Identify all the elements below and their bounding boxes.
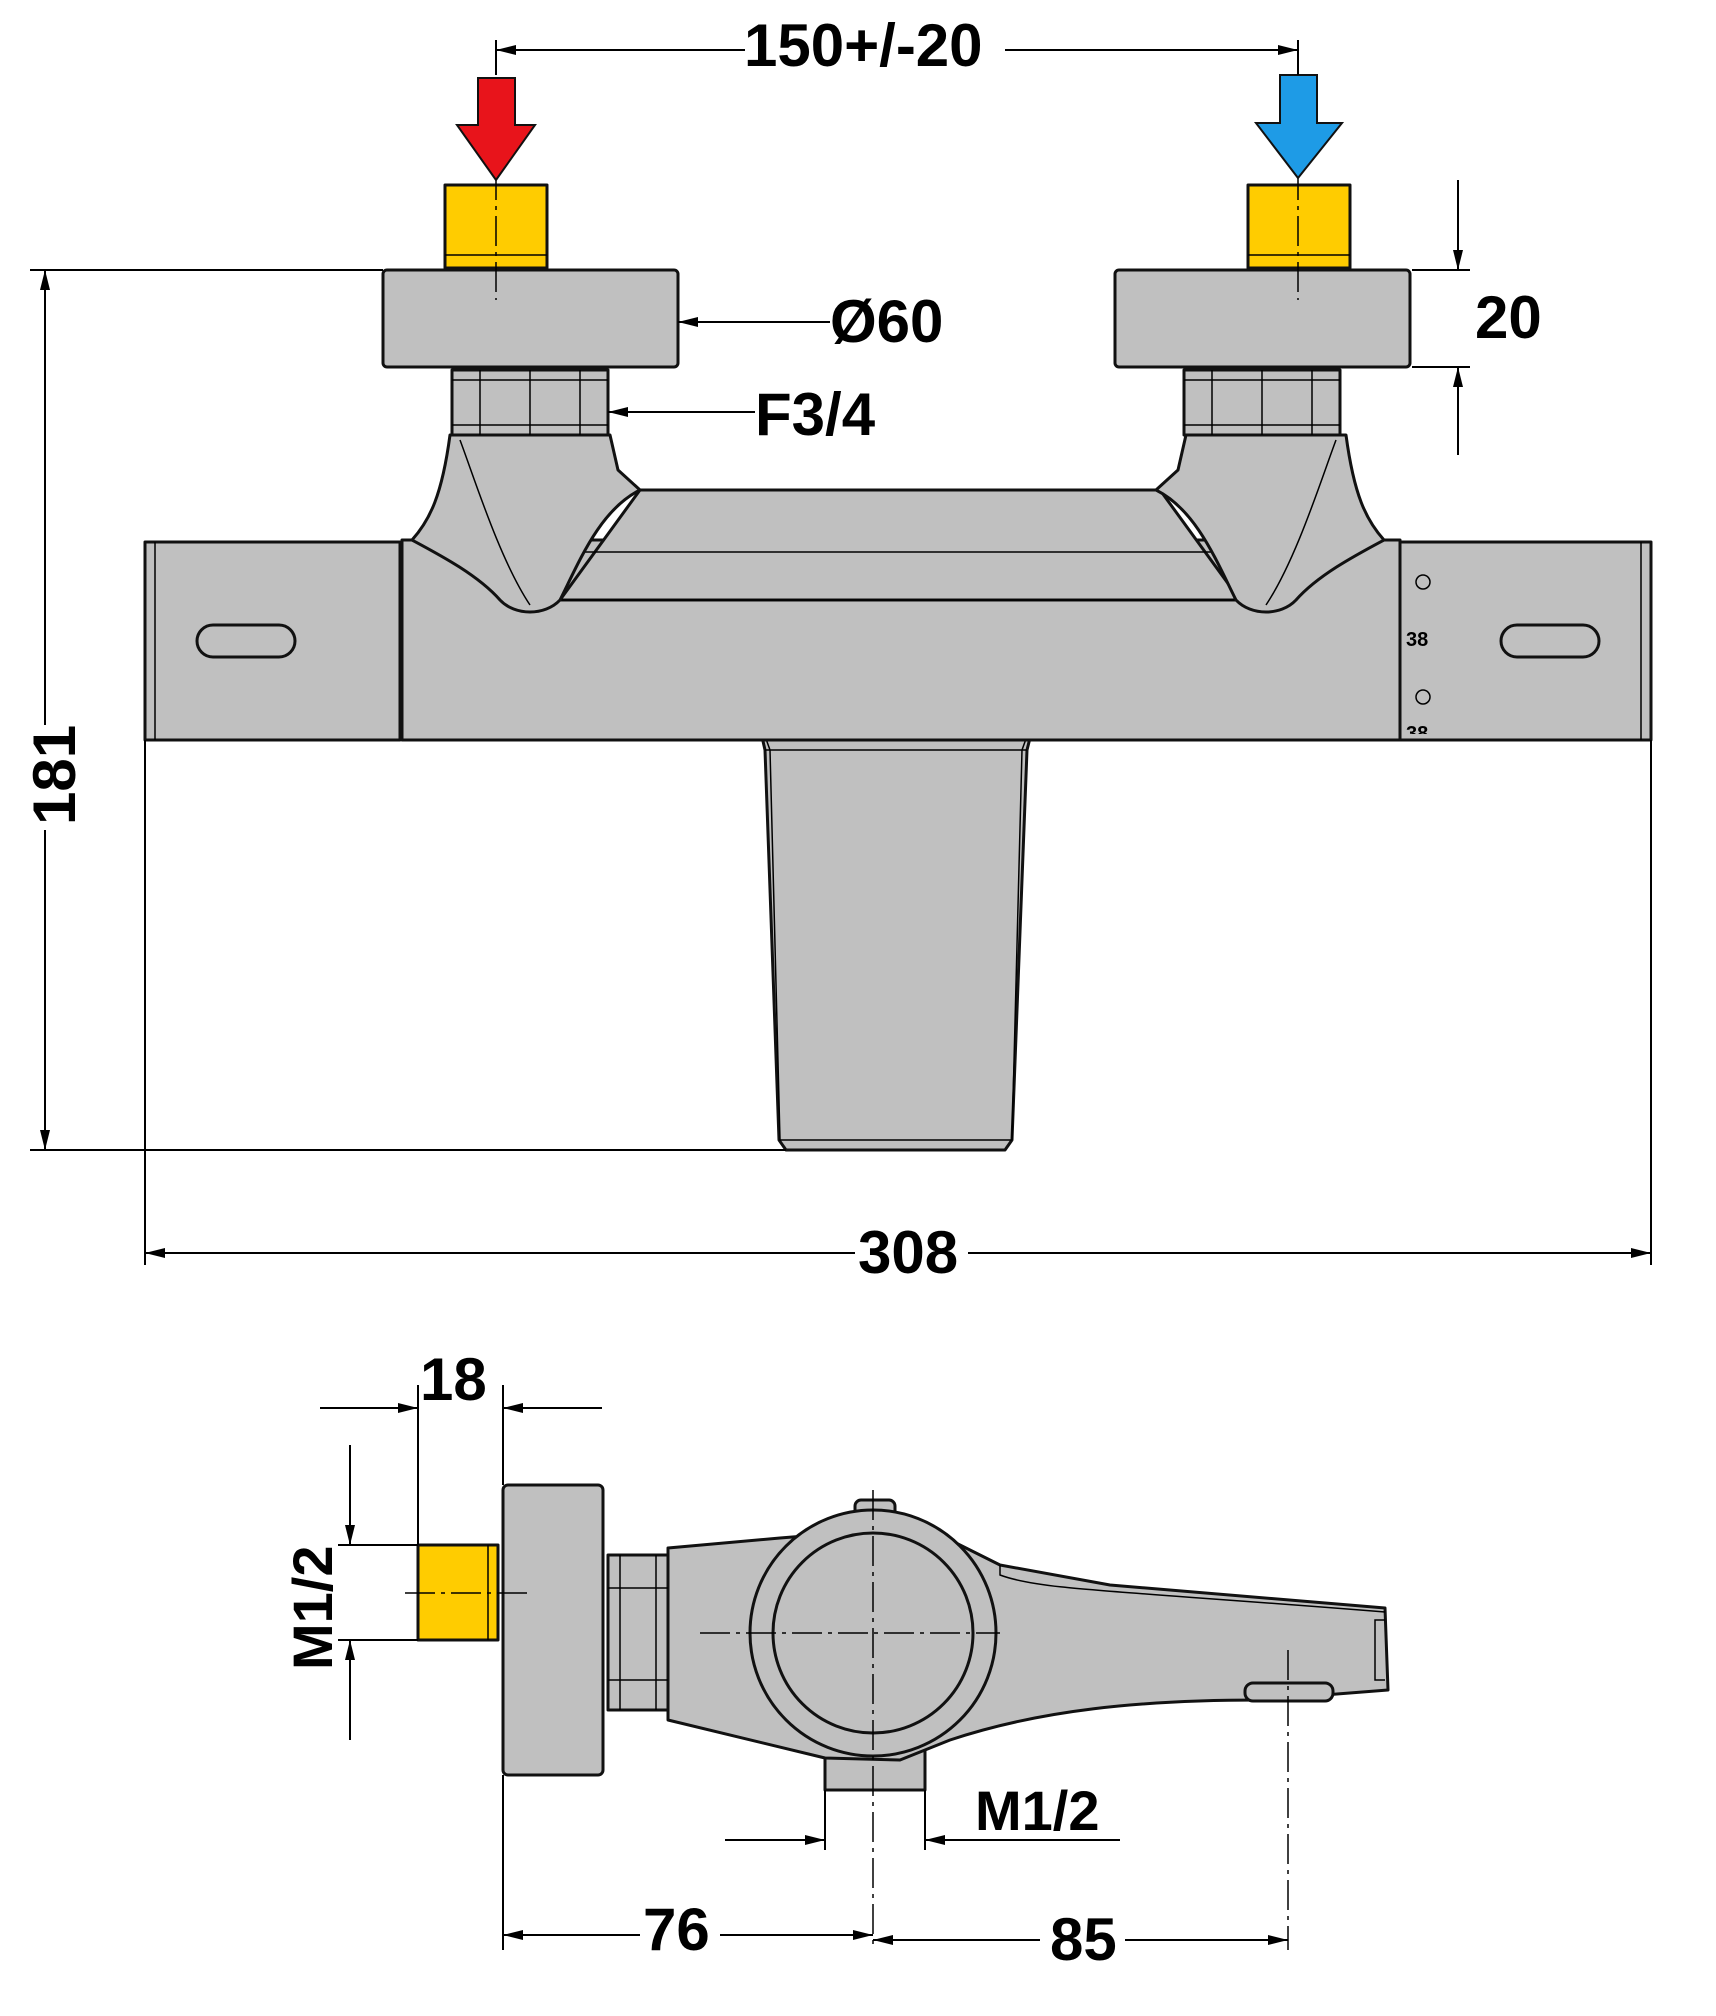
inlet-bridge: [558, 488, 1242, 602]
dim-nut-thread: F3/4: [608, 381, 876, 448]
dim-inlet-spacing-label: 150+/-20: [744, 12, 983, 79]
dim-total-width: 308: [144, 740, 1652, 1286]
left-escutcheon: [381, 268, 680, 369]
cold-inlet-arrow: [1253, 74, 1345, 180]
dim-fitting-length: 18: [320, 1346, 602, 1545]
dim-total-width-label: 308: [858, 1219, 958, 1286]
left-hex-nut: [450, 368, 610, 437]
dim-nut-thread-label: F3/4: [755, 381, 876, 448]
right-hex-nut: [1182, 368, 1342, 437]
dim-total-height: 181: [21, 269, 786, 1151]
dim-fitting-length-label: 18: [420, 1346, 487, 1413]
dim-escutcheon-diameter: Ø60: [678, 288, 943, 355]
right-inlet-fitting: [1246, 183, 1352, 270]
scale-mark-lower: 38: [1406, 723, 1428, 745]
spout-nozzle: [1243, 1681, 1335, 1703]
dim-fitting-thread-label: M1/2: [281, 1546, 344, 1671]
right-inlet-elbow: [1154, 433, 1386, 614]
dim-axis-to-spout-label: 85: [1050, 1906, 1117, 1973]
side-hex-nut: [606, 1553, 670, 1712]
scale-mark-upper: 38: [1406, 629, 1428, 651]
dim-fitting-thread: M1/2: [281, 1445, 418, 1740]
side-escutcheon: [501, 1483, 605, 1777]
dim-total-height-label: 181: [21, 725, 88, 825]
dim-inlet-spacing: 150+/-20: [495, 12, 1299, 79]
dim-outlet-thread: M1/2: [725, 1779, 1120, 1850]
right-mounting-slot: [1499, 623, 1601, 659]
right-escutcheon: [1113, 268, 1412, 369]
side-view: 18 M1/2 M1/2 76 85: [281, 1346, 1390, 1973]
left-mounting-slot: [195, 623, 297, 659]
front-view: 38 38 150+/-20 Ø60 F3/4 20: [21, 12, 1653, 1286]
dim-wall-to-axis-label: 76: [643, 1896, 710, 1963]
left-inlet-elbow: [410, 433, 642, 614]
dim-escutcheon-depth-label: 20: [1475, 284, 1542, 351]
hot-inlet-arrow: [455, 77, 537, 182]
dim-escutcheon-diameter-label: Ø60: [830, 288, 943, 355]
dim-axis-to-spout: 85: [873, 1906, 1288, 1973]
dim-escutcheon-depth: 20: [1412, 180, 1542, 455]
dim-wall-to-axis: 76: [502, 1775, 873, 1963]
dim-outlet-thread-label: M1/2: [975, 1779, 1100, 1842]
spout-front: [742, 688, 1053, 1152]
